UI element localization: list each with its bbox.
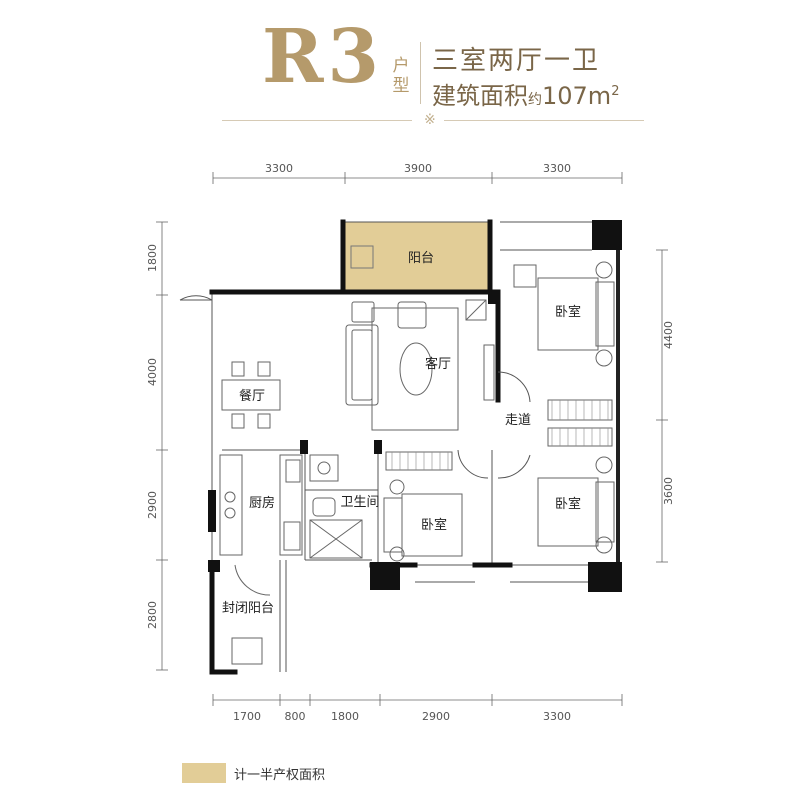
dim-left-3: 2900: [146, 491, 159, 519]
balcony-fixture: [350, 245, 374, 269]
bed-ne: [537, 277, 599, 351]
coffee-table: [399, 342, 433, 396]
wardrobe-hatching: [391, 400, 609, 470]
room-label-enclosed-balcony: 封闭阳台: [222, 601, 274, 616]
wardrobe-se: [547, 399, 613, 421]
chair-1: [231, 361, 245, 377]
structural-columns: [208, 220, 622, 592]
area-unit-sup: 2: [611, 84, 620, 99]
room-label-bathroom: 卫生间: [340, 495, 379, 510]
bedroom-furniture: [383, 261, 615, 562]
desk-chair-ne: [513, 264, 537, 288]
header-divider: [420, 42, 421, 104]
bathroom-fixtures: [309, 454, 363, 559]
dim-left-2: 4000: [146, 358, 159, 386]
room-label-bedroom-s: 卧室: [421, 517, 447, 533]
area-prefix: 建筑面积: [432, 82, 528, 110]
armchair-2: [397, 301, 427, 329]
entrance-door-swing: [179, 295, 213, 301]
header-rule-left: [222, 120, 412, 121]
wash-basin: [309, 454, 339, 482]
fridge: [285, 459, 301, 483]
unit-code: R3: [262, 14, 383, 100]
kitchen-sink: [283, 521, 301, 551]
layout-name: 三室两厅一卫: [432, 46, 601, 76]
bed-se-headboard: [595, 481, 615, 543]
room-labels: 阳台 客厅 餐厅 卧室 走道 卧室 卧室 卫生间 厨房 封闭阳台: [222, 251, 581, 616]
living-furniture: [345, 299, 495, 431]
dim-bottom-2: 800: [285, 710, 306, 723]
room-label-corridor: 走道: [505, 413, 531, 428]
area-line: 建筑面积约107m2: [432, 76, 619, 111]
dim-top-3: 3300: [543, 162, 571, 175]
nightstand-s-2: [389, 546, 405, 562]
area-approx: 约: [528, 92, 542, 108]
room-label-bedroom-se: 卧室: [555, 496, 581, 512]
toilet: [312, 497, 336, 517]
kitchen-counter-right: [279, 454, 303, 556]
armchair-1: [351, 301, 375, 323]
dim-right-1: 4400: [662, 321, 675, 349]
dimension-lines: [156, 172, 668, 706]
nightstand-se-2: [595, 536, 613, 554]
enclosed-balcony-door-swing: [234, 564, 271, 596]
nightstand-ne-1: [595, 261, 613, 279]
wardrobe-se-2: [547, 427, 613, 447]
dim-left-4: 2800: [146, 601, 159, 629]
dining-furniture: [221, 361, 281, 429]
thin-walls: [211, 221, 592, 672]
ornament-icon: ※: [424, 112, 436, 128]
kitchen-fixtures: [219, 454, 303, 556]
room-label-bedroom-ne: 卧室: [555, 304, 581, 320]
shower-area: [309, 519, 363, 559]
room-label-dining: 餐厅: [239, 388, 265, 404]
washing-machine: [231, 637, 263, 665]
bedroom-se-door-swing: [497, 454, 531, 479]
legend-swatch: [182, 763, 226, 783]
room-label-kitchen: 厨房: [249, 495, 275, 511]
outer-walls: [209, 219, 513, 675]
stove-burner-2: [224, 507, 236, 519]
nightstand-ne-2: [595, 349, 613, 367]
header: R3 户型 三室两厅一卫 建筑面积约107m2 ※: [0, 0, 800, 140]
dim-top-2: 3900: [404, 162, 432, 175]
tv-stand: [483, 344, 495, 401]
bed-ne-headboard: [595, 281, 615, 347]
chair-3: [231, 413, 245, 429]
dim-top-1: 3300: [265, 162, 293, 175]
dim-bottom-1: 1700: [233, 710, 261, 723]
dim-bottom-4: 2900: [422, 710, 450, 723]
wardrobe-s: [385, 451, 453, 471]
unit-type-label: 户型: [392, 56, 410, 96]
dim-bottom-5: 3300: [543, 710, 571, 723]
bedroom-s-door-swing: [457, 449, 489, 479]
room-label-living: 客厅: [425, 356, 451, 372]
bedroom-ne-door-swing: [497, 371, 531, 403]
nightstand-s-1: [389, 479, 405, 495]
area-value: 107m: [542, 82, 612, 110]
chair-2: [257, 361, 271, 377]
kitchen-counter-left: [219, 454, 243, 556]
corner-cabinet: [465, 299, 487, 321]
bed-se: [537, 477, 599, 547]
chair-4: [257, 413, 271, 429]
dim-bottom-3: 1800: [331, 710, 359, 723]
dim-left-1: 1800: [146, 244, 159, 272]
room-label-balcony: 阳台: [408, 251, 434, 266]
nightstand-se-1: [595, 456, 613, 474]
header-rule-right: [444, 120, 644, 121]
dining-table: [221, 379, 281, 411]
stove-burner-1: [224, 491, 236, 503]
bed-s-headboard: [383, 497, 403, 553]
dim-right-2: 3600: [662, 477, 675, 505]
legend-label: 计一半产权面积: [234, 768, 326, 783]
sofa: [345, 324, 379, 406]
dimension-labels: 3300 3900 3300 1700 800 1800 2900 3300 1…: [146, 162, 675, 723]
